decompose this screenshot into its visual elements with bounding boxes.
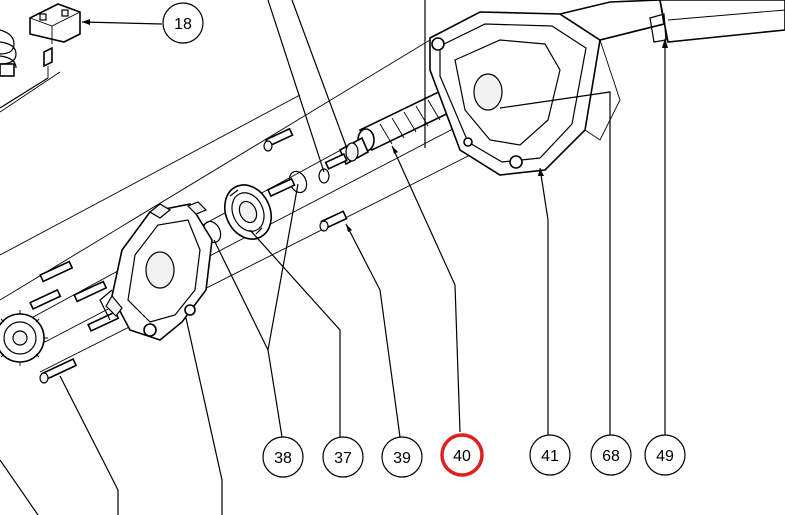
callout-label-68: 68 [602, 448, 620, 465]
part-18-bracket [29, 3, 81, 78]
screws [29, 127, 348, 384]
callout-label-18: 18 [174, 16, 192, 33]
callout-label-39: 39 [393, 450, 411, 467]
callout-label-49: 49 [656, 448, 674, 465]
part-41-housing [429, 0, 665, 176]
callout-39: 39 [381, 436, 423, 478]
callout-40-highlighted: 40 [440, 433, 484, 477]
callout-label-38: 38 [274, 450, 292, 467]
leader-lines [0, 0, 668, 515]
screw-39 [319, 210, 348, 232]
callout-label-41: 41 [541, 448, 559, 465]
callout-68: 68 [590, 434, 632, 476]
gear [0, 310, 48, 366]
callout-label-37: 37 [334, 450, 352, 467]
callout-18: 18 [162, 2, 204, 44]
spring-coil [0, 29, 17, 77]
callout-38: 38 [262, 436, 304, 478]
part-37-bearing [224, 184, 272, 240]
callout-49: 49 [644, 434, 686, 476]
part-49-tube [649, 0, 785, 43]
gearbox-casting [99, 201, 213, 341]
callout-41: 41 [529, 434, 571, 476]
callout-label-40: 40 [453, 448, 471, 465]
callout-37: 37 [322, 436, 364, 478]
